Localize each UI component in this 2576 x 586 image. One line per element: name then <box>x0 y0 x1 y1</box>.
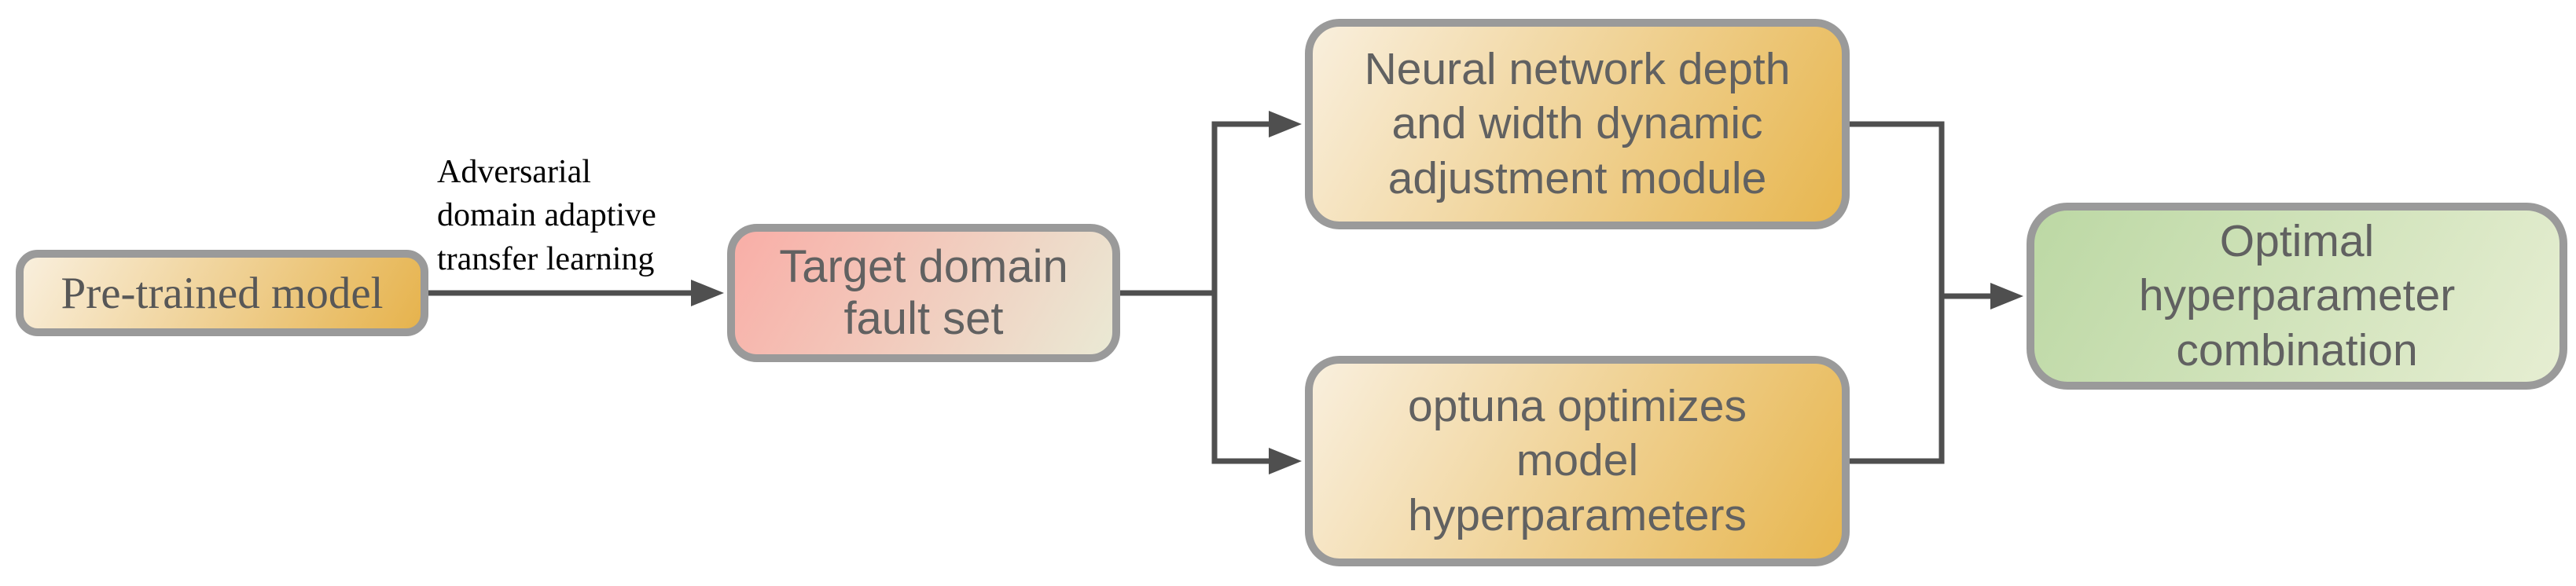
edge-branch-to-optuna <box>1211 293 1302 474</box>
node-optuna-optimizes-hyperparameters: optuna optimizes model hyperparameters <box>1305 356 1850 566</box>
edge-optuna-to-merge <box>1850 296 1945 464</box>
node-target-domain-fault-set-label: Target domain fault set <box>779 241 1068 344</box>
node-optimal-hyperparameter-combination: Optimal hyperparameter combination <box>2027 203 2567 390</box>
node-pretrained-model: Pre-trained model <box>16 250 428 336</box>
edge-label-adversarial-transfer-learning: Adversarial domain adaptive transfer lea… <box>437 154 656 277</box>
edge-branch-to-nn-module <box>1211 111 1302 293</box>
node-nn-depth-width-adjustment-module: Neural network depth and width dynamic a… <box>1305 19 1850 229</box>
node-pretrained-model-label: Pre-trained model <box>61 268 384 318</box>
node-nn-depth-width-adjustment-module-label: Neural network depth and width dynamic a… <box>1364 43 1791 203</box>
edge-nn-module-to-merge <box>1850 121 1945 296</box>
node-target-domain-fault-set: Target domain fault set <box>727 224 1120 362</box>
node-optuna-optimizes-hyperparameters-label: optuna optimizes model hyperparameters <box>1408 380 1747 540</box>
node-optimal-hyperparameter-combination-label: Optimal hyperparameter combination <box>2138 215 2456 375</box>
